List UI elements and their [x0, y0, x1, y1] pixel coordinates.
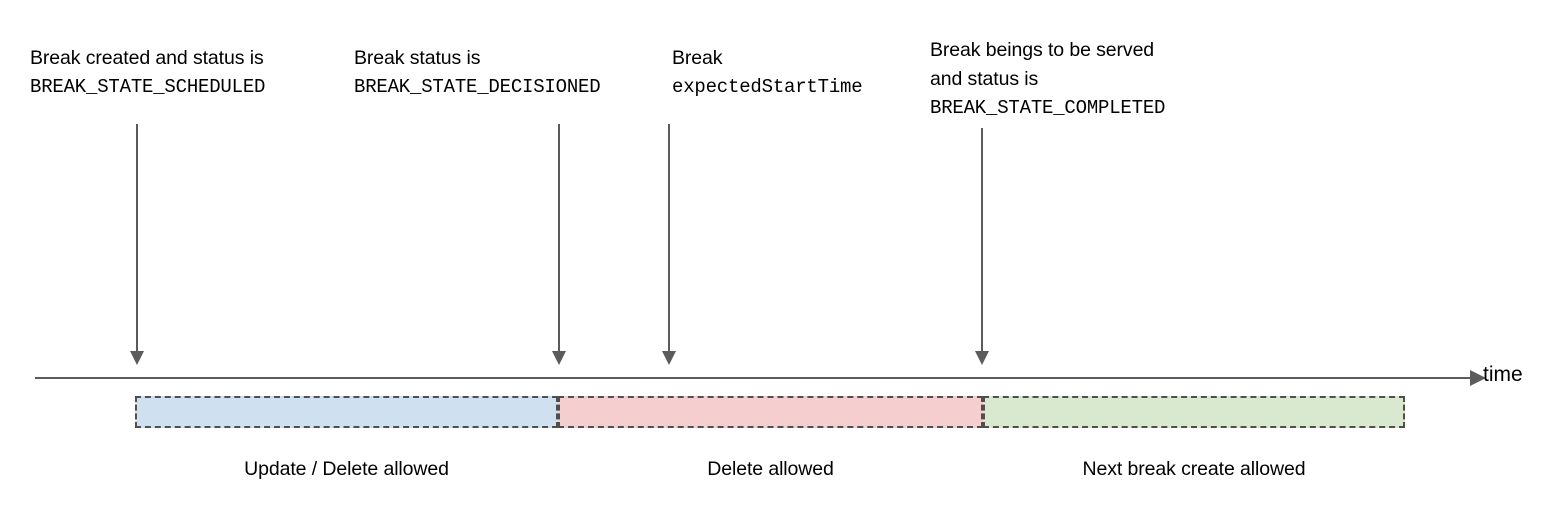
phase-caption-decisioned: Delete allowed [707, 458, 834, 480]
event-label-line: Break created and status is [30, 47, 264, 69]
phase-caption-scheduled: Update / Delete allowed [244, 458, 449, 480]
event-label-line: Break beings to be served [930, 39, 1155, 61]
event-label-line: and status is [930, 68, 1039, 90]
phase-bar-completed [983, 396, 1405, 428]
arrow-head [130, 351, 144, 365]
event-label-line: BREAK_STATE_COMPLETED [930, 97, 1166, 119]
arrow-head [975, 351, 989, 365]
arrow-head [662, 351, 676, 365]
timeline-axis-label: time [1483, 363, 1523, 386]
event-label-created: Break created and status is BREAK_STATE_S… [30, 44, 265, 102]
event-arrow-completed-icon [975, 128, 989, 365]
event-arrow-decisioned-icon [552, 124, 566, 365]
arrow-shaft [136, 124, 138, 352]
phase-caption-completed: Next break create allowed [1082, 458, 1306, 480]
event-label-expected-start: Break expectedStartTime [672, 44, 863, 102]
event-label-decisioned: Break status is BREAK_STATE_DECISIONED [354, 44, 601, 102]
event-label-line: Break [672, 47, 723, 69]
timeline-axis [35, 377, 1470, 379]
event-label-line: BREAK_STATE_SCHEDULED [30, 76, 266, 98]
arrow-shaft [668, 124, 670, 352]
event-arrow-expected-start-icon [662, 124, 676, 365]
arrow-shaft [981, 128, 983, 352]
event-label-line: expectedStartTime [672, 76, 863, 98]
arrow-shaft [558, 124, 560, 352]
phase-bar-scheduled [135, 396, 558, 428]
event-label-line: Break status is [354, 47, 481, 69]
arrow-head [552, 351, 566, 365]
event-label-completed: Break beings to be served and status is BR… [930, 36, 1165, 123]
event-arrow-created-icon [130, 124, 144, 365]
phase-bar-decisioned [558, 396, 983, 428]
event-label-line: BREAK_STATE_DECISIONED [354, 76, 601, 98]
timeline-arrow-icon [1470, 370, 1486, 386]
